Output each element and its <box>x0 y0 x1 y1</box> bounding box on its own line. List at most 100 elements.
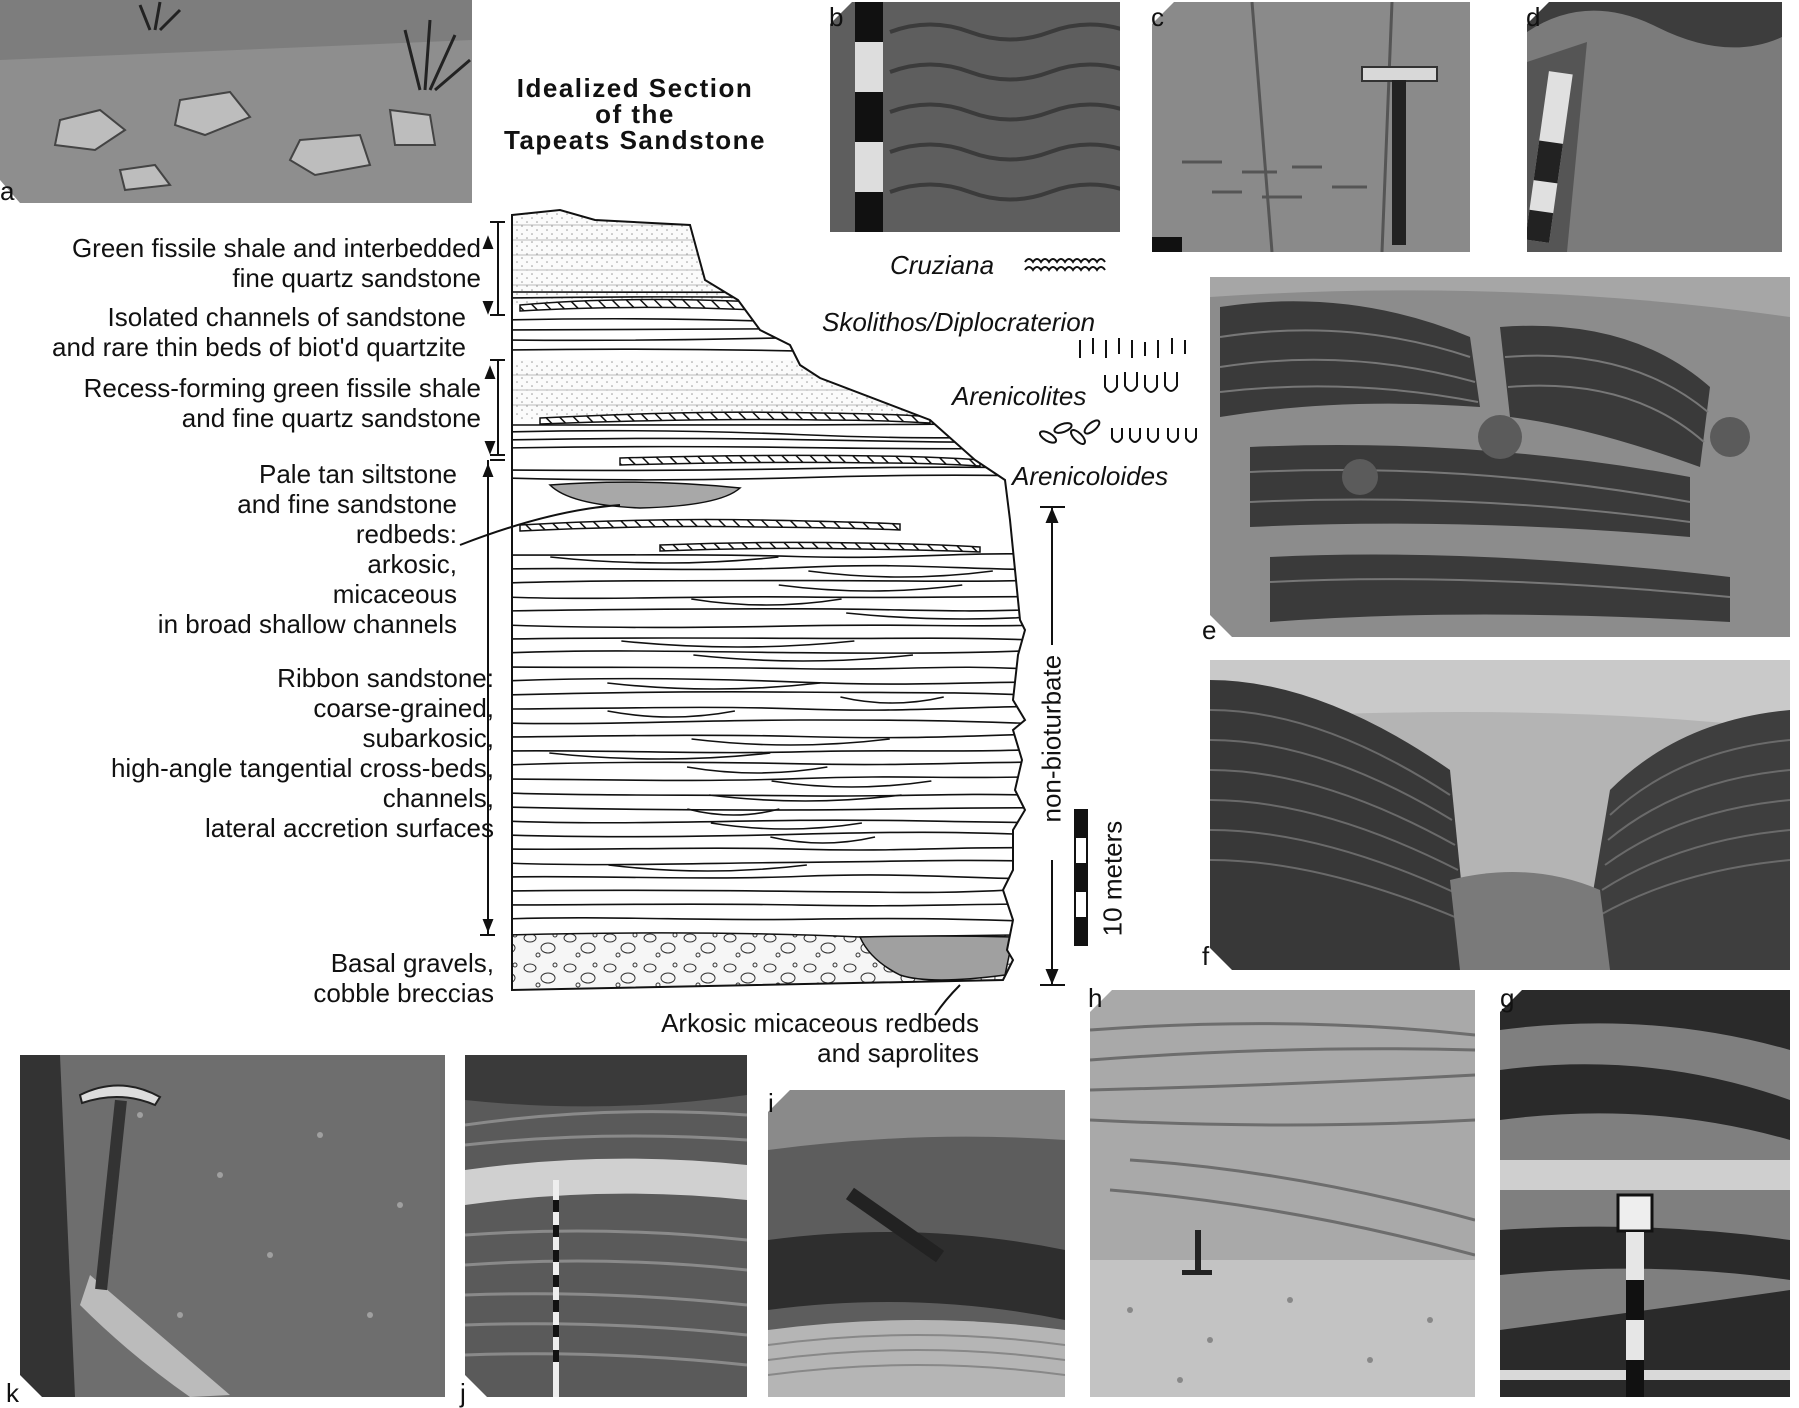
bedding-line <box>512 607 1025 612</box>
trace-skolithos: Skolithos/Diplocraterion <box>822 307 1096 337</box>
unit-line: and fine quartz sandstone <box>181 403 481 433</box>
bedding-line <box>771 780 932 788</box>
bedding-line <box>710 822 863 830</box>
unit-line: Green fissile shale and interbedded <box>71 233 481 263</box>
photo-label-i: i <box>768 1088 774 1118</box>
bedding-line <box>512 903 1025 907</box>
title-line: of the <box>595 99 675 129</box>
unit-line: Basal gravels, <box>330 948 494 978</box>
bedding-line <box>512 624 1025 629</box>
photo-label-a: a <box>0 176 15 206</box>
photo-e <box>1210 277 1790 637</box>
photo-a <box>0 0 472 203</box>
bedding-line <box>549 752 771 760</box>
photo-label-d: d <box>1526 2 1541 32</box>
bedding-line <box>770 836 876 844</box>
bedding-line <box>512 917 1025 923</box>
photo-j <box>465 1055 747 1397</box>
bedding-line <box>512 733 1025 739</box>
unit-line: fine quartz sandstone <box>232 263 481 293</box>
unit-line: Pale tan siltstone <box>258 459 457 489</box>
unit-pale-tan-siltstone: Pale tan siltstone and fine sandstone re… <box>158 459 457 639</box>
bedding-line <box>550 556 779 564</box>
non-bioturbate-label: non-bioturbate <box>1036 654 1067 823</box>
bedding-line <box>693 654 914 662</box>
unit-line: subarkosic, <box>362 723 495 753</box>
photo-label-e: e <box>1202 615 1217 645</box>
bedding-line <box>840 696 944 704</box>
bedding-line <box>512 846 1025 851</box>
bedding-line <box>608 864 807 872</box>
unit-ribbon-sandstone: Ribbon sandstone: coarse-grained, subark… <box>111 663 494 843</box>
photo-d <box>1527 2 1782 252</box>
unit-line: Ribbon sandstone: <box>277 663 494 693</box>
photo-label-g: g <box>1500 983 1515 1013</box>
unit-line: arkosic, <box>367 549 457 579</box>
unit-arkosic-redbeds: Arkosic micaceous redbeds and saprolites <box>661 1008 979 1068</box>
unit-line: and fine sandstone <box>237 489 457 519</box>
bedding-line <box>621 640 855 648</box>
diagram-title: Idealized Section of the Tapeats Sandsto… <box>485 75 785 153</box>
unit-recess-forming-shale: Recess-forming green fissile shale and f… <box>84 373 481 433</box>
bedding-line <box>778 584 963 592</box>
title-line: Idealized Section <box>516 73 754 103</box>
unit-line: and saprolites <box>817 1038 979 1068</box>
bedding-line <box>512 691 1025 697</box>
unit-line: Arkosic micaceous redbeds <box>661 1008 979 1038</box>
unit-line: coarse-grained, <box>313 693 494 723</box>
unit-line: and rare thin beds of biot'd quartzite <box>51 332 466 362</box>
scale-label: 10 meters <box>1097 820 1128 937</box>
trace-arenicoloides: Arenicoloides <box>1012 461 1169 491</box>
bedding-line <box>512 705 1025 711</box>
bedding-line <box>846 612 1025 620</box>
unit-line: in broad shallow channels <box>157 609 457 639</box>
unit-line: lateral accretion surfaces <box>204 813 494 843</box>
photo-label-c: c <box>1151 2 1164 32</box>
bedding-line <box>512 595 1025 600</box>
bedding-line <box>512 677 1025 685</box>
bedding-line <box>607 710 736 718</box>
unit-green-fissile-shale: Green fissile shale and interbedded fine… <box>72 233 481 293</box>
photo-c <box>1152 2 1470 252</box>
bedding-line <box>512 819 1025 824</box>
photo-k <box>20 1055 445 1397</box>
bedding-line <box>512 775 1025 782</box>
unit-basal-gravels: Basal gravels, cobble breccias <box>313 948 494 1008</box>
bedding-line <box>512 761 1025 766</box>
bedding-line <box>709 794 902 802</box>
bedding-line <box>691 598 842 606</box>
bedding-line <box>808 570 993 578</box>
unit-line: Recess-forming green fissile shale <box>83 373 481 403</box>
photo-f <box>1210 660 1790 970</box>
unit-line: cobble breccias <box>313 978 494 1008</box>
bedding-line <box>691 738 890 746</box>
trace-arenicolites: Arenicolites <box>952 381 1087 411</box>
trace-cruziana: Cruziana <box>890 250 995 280</box>
bedding-line <box>607 682 821 690</box>
bedding-line <box>512 859 1025 866</box>
bedding-line <box>512 474 1025 481</box>
bedding-line <box>686 766 828 774</box>
unit-line: channels, <box>382 783 494 813</box>
bedding-line <box>512 466 1025 472</box>
photo-h <box>1090 990 1475 1397</box>
bedding-line <box>512 579 1025 584</box>
unit-isolated-channels: Isolated channels of sandstone and rare … <box>52 302 466 362</box>
bedding-line <box>512 649 1025 654</box>
photo-label-b: b <box>829 2 844 32</box>
bedding-line <box>512 666 1025 671</box>
bedding-line <box>512 553 1025 559</box>
unit-line: micaceous <box>332 579 457 609</box>
photo-label-j: j <box>460 1378 466 1408</box>
photo-i <box>768 1090 1065 1397</box>
bedding-line <box>512 887 1025 894</box>
photo-g <box>1500 990 1790 1397</box>
photo-b <box>830 2 1120 232</box>
bedding-line <box>512 637 1025 641</box>
bedding-line <box>512 831 1025 838</box>
photo-label-f: f <box>1202 941 1210 971</box>
bedding-line <box>512 748 1025 754</box>
bedding-line <box>512 719 1025 725</box>
title-line: Tapeats Sandstone <box>504 125 766 155</box>
